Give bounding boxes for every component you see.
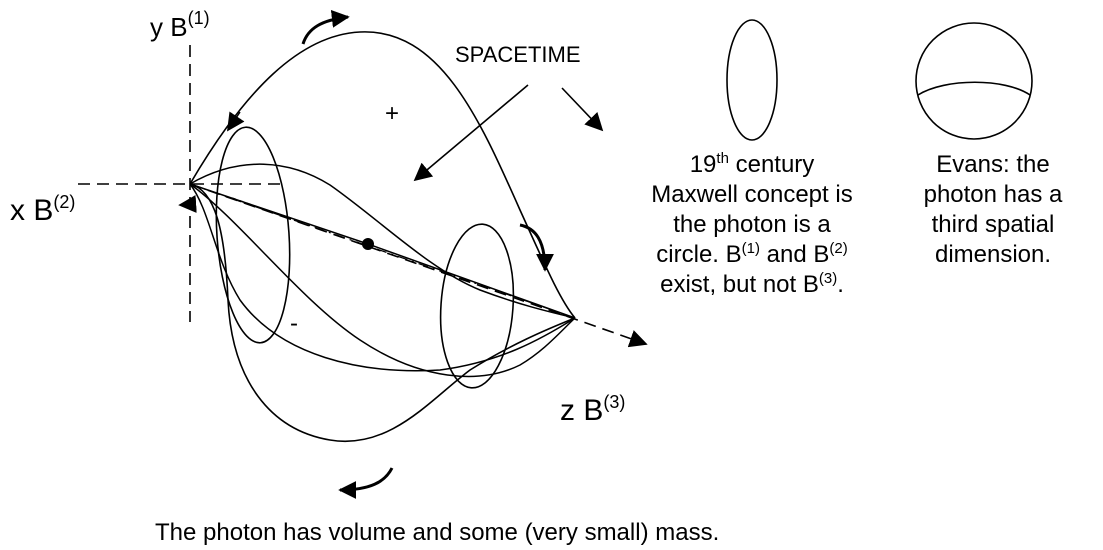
x-axis-sup: (2)	[53, 192, 75, 212]
maxwell-line5-sup: (3)	[819, 270, 837, 287]
maxwell-line4-pre: circle. B	[656, 241, 741, 268]
plus-sign: +	[385, 100, 399, 128]
evans-caption-line-3: third spatial	[898, 210, 1088, 240]
rotation-arrow-bottom	[340, 468, 392, 490]
maxwell-line1-pre: 19	[690, 151, 717, 178]
inner-curve-lower-b	[190, 184, 575, 376]
maxwell-caption-line-1: 19th century	[612, 150, 892, 180]
spacetime-pointer-right	[562, 88, 602, 130]
minus-sign: -	[290, 310, 298, 338]
arrowhead-upper-left	[228, 112, 240, 130]
maxwell-circle-icon	[727, 20, 777, 140]
maxwell-caption-line-4: circle. B(1) and B(2)	[612, 240, 892, 270]
z-axis-label: z B(3)	[560, 392, 625, 428]
maxwell-line1-sup: th	[716, 150, 729, 167]
evans-caption-line-4: dimension.	[898, 240, 1088, 270]
spacetime-envelope-upper	[190, 32, 575, 318]
maxwell-line5-post: .	[837, 271, 844, 298]
arrowhead-left	[180, 204, 196, 205]
evans-caption-line-2: photon has a	[898, 180, 1088, 210]
cross-section-ellipse-left	[210, 125, 297, 345]
maxwell-caption-line-5: exist, but not B(3).	[612, 270, 892, 300]
x-axis-label: x B(2)	[10, 192, 75, 228]
maxwell-caption-line-3: the photon is a	[612, 210, 892, 240]
maxwell-line4-sup1: (1)	[742, 240, 760, 257]
maxwell-caption-line-2: Maxwell concept is	[612, 180, 892, 210]
y-axis-label: y B(1)	[150, 8, 210, 43]
z-axis-base: B	[583, 394, 603, 427]
inner-curve-lower-a	[190, 184, 575, 371]
spacetime-envelope-lower	[190, 184, 575, 441]
maxwell-line4-sup2: (2)	[829, 240, 847, 257]
inner-curve-upper	[190, 164, 575, 318]
evans-sphere-equator	[918, 82, 1030, 95]
evans-caption-line-1: Evans: the	[898, 150, 1088, 180]
evans-sphere-icon	[916, 23, 1032, 139]
z-axis-var: z	[560, 394, 575, 427]
maxwell-caption: 19th century Maxwell concept is the phot…	[612, 150, 892, 300]
maxwell-line4-mid: and B	[760, 241, 829, 268]
center-point	[362, 238, 374, 250]
y-axis-var: y	[150, 12, 163, 42]
maxwell-line5-pre: exist, but not B	[660, 271, 819, 298]
evans-caption: Evans: the photon has a third spatial di…	[898, 150, 1088, 270]
y-axis-sup: (1)	[188, 8, 210, 28]
spacetime-pointer-left	[415, 85, 528, 180]
x-axis-base: B	[33, 194, 53, 227]
maxwell-line1-post: century	[729, 151, 814, 178]
x-axis-var: x	[10, 194, 25, 227]
spacetime-label: SPACETIME	[455, 42, 581, 68]
short-dash	[232, 198, 252, 205]
rotation-arrow-right	[520, 225, 545, 270]
y-axis-base: B	[170, 12, 187, 42]
z-axis-sup: (3)	[603, 392, 625, 412]
bottom-caption: The photon has volume and some (very sma…	[155, 519, 719, 547]
